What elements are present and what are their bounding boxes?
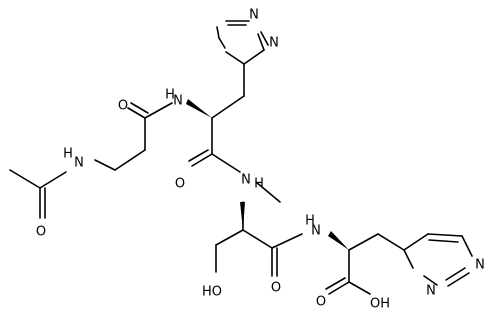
lower-imidazole-ring [403, 233, 473, 287]
atom-label-carbonyl-o2: O [175, 177, 185, 192]
atom-label-acetamide-n: N [74, 156, 84, 171]
atom-label-acetyl-o: O [36, 225, 46, 240]
atom-label-acid-o: O [316, 295, 326, 310]
upper-imidazole-ring [216, 20, 269, 65]
atom-label-ring1-n-right: N [269, 36, 279, 51]
acetyl-beta-alanine-chain [9, 102, 173, 219]
atom-label-ring2-n-bottom: N [426, 284, 436, 299]
atom-label-amide-n1: N [173, 94, 183, 109]
atom-label-amide-h1: H [165, 88, 175, 103]
atom-label-ring2-n-top: N [475, 258, 485, 273]
serine-residue [215, 181, 303, 277]
atom-label-acetamide-h: H [63, 147, 73, 162]
c-terminal-histidine-chain [325, 231, 405, 295]
atom-label-amide-n2: N [241, 173, 251, 188]
atom-label-amide-n3: N [311, 224, 321, 239]
atom-label-ring1-n-top: N [249, 8, 259, 23]
atom-label-hydroxyl: HO [202, 285, 222, 300]
atom-label-acid-oh: OH [370, 297, 390, 312]
atom-label-amide-h2: H [254, 177, 264, 192]
upper-histidine-chain [186, 63, 245, 173]
atom-label-amide-h3: H [305, 214, 315, 229]
atom-label-carbonyl-o3: O [271, 281, 281, 296]
atom-label-carbonyl-o1: O [118, 99, 128, 114]
